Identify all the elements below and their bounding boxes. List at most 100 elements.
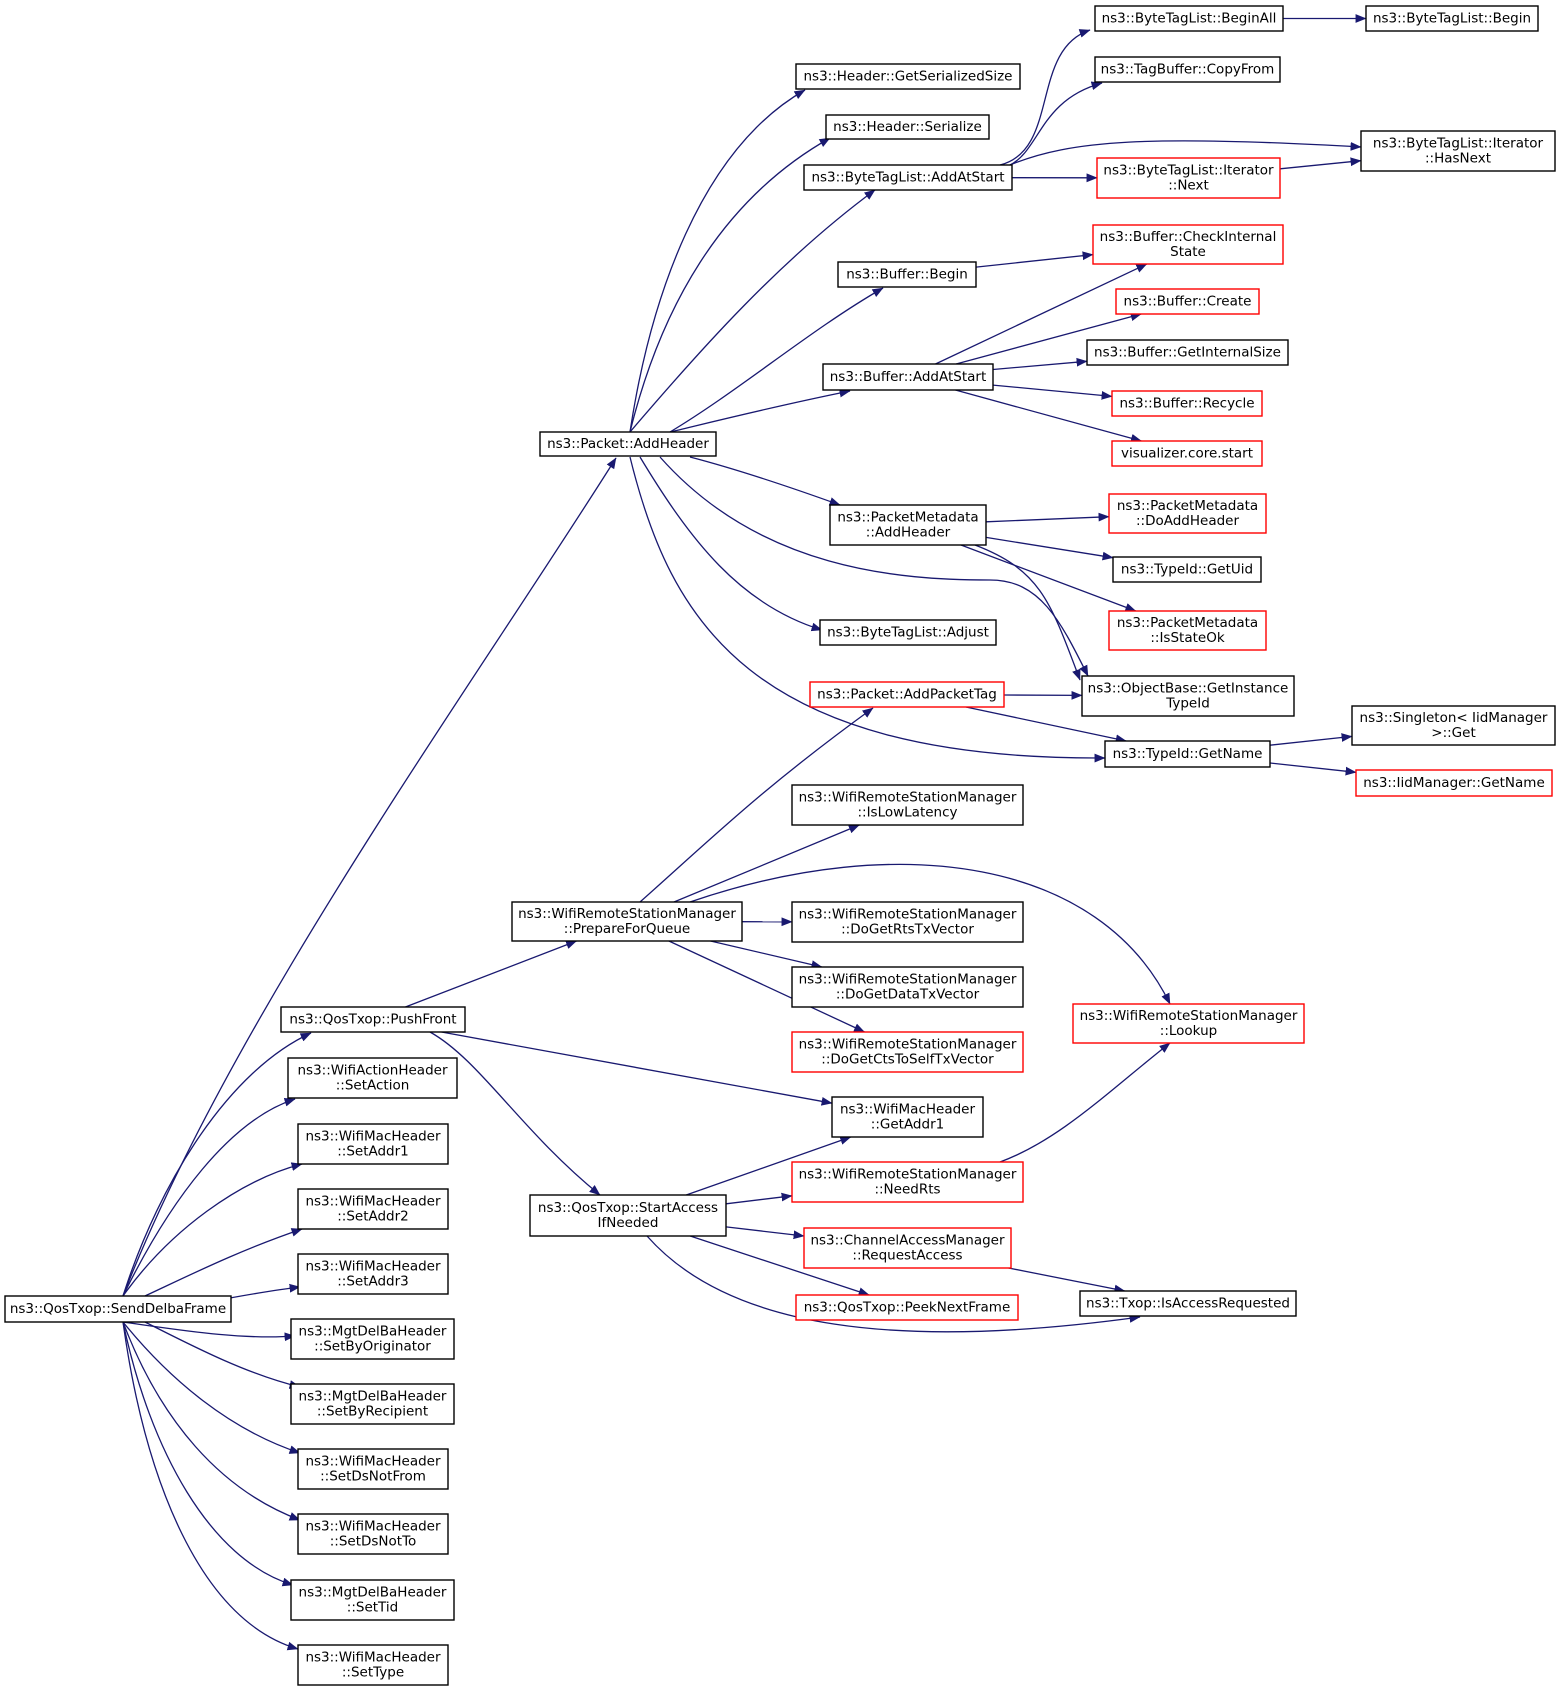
function-node[interactable]: ns3::QosTxop::SendDelbaFrame [4,1295,232,1323]
function-node[interactable]: ns3::QosTxop::PeekNextFrame [795,1294,1019,1321]
edge-arrow [639,456,823,632]
function-node[interactable]: ns3::WifiMacHeader::SetAddr1 [297,1123,449,1165]
function-node-box [829,504,987,546]
function-node-label: ::DoGetRtsTxVector [841,922,974,938]
function-node[interactable]: ns3::PacketMetadata::AddHeader [829,504,987,546]
edge-n39-to-n46 [725,1192,793,1205]
function-node-label: ns3::WifiRemoteStationManager [799,907,1017,923]
function-node-label: ns3::ObjectBase::GetInstance [1088,681,1289,697]
function-node-label: ::DoGetCtsToSelfTxVector [821,1052,994,1068]
function-node[interactable]: ns3::Header::GetSerializedSize [795,63,1021,90]
function-node[interactable]: ns3::Buffer::Begin [837,261,977,288]
function-node[interactable]: ns3::MgtDelBaHeader::SetByRecipient [290,1383,455,1425]
function-node[interactable]: ns3::WifiRemoteStationManager::IsLowLate… [791,784,1024,826]
edge-n1-to-n19 [639,456,823,632]
edge-arrow [144,1228,303,1297]
function-node[interactable]: ns3::Buffer::AddAtStart [822,363,994,391]
function-node[interactable]: ns3::Buffer::Recycle [1111,390,1263,417]
function-node[interactable]: ns3::WifiMacHeader::SetDsNotTo [297,1513,449,1555]
function-node-label: ns3::PacketMetadata [1117,615,1258,631]
function-node[interactable]: ns3::Header::Serialize [825,114,990,140]
function-node[interactable]: ns3::ByteTagList::Begin [1365,5,1539,32]
function-node-box [791,966,1024,1008]
function-node[interactable]: ns3::TagBuffer::CopyFrom [1094,56,1281,83]
edge-n26-to-n25 [1279,157,1362,170]
function-node[interactable]: ns3::WifiRemoteStationManager::DoGetCtsT… [791,1031,1024,1073]
edge-arrow [689,456,841,506]
function-node-box [831,1096,984,1138]
function-node[interactable]: ns3::WifiMacHeader::SetType [297,1644,449,1686]
edge-n0-to-n10 [122,1321,301,1521]
function-node-label: ::SetAddr1 [337,1144,409,1160]
edge-n0-to-n9 [122,1321,301,1454]
function-node[interactable]: ns3::WifiMacHeader::GetAddr1 [831,1096,984,1138]
function-node-label: ns3::Buffer::Begin [846,267,968,283]
function-node-box [511,901,743,942]
edge-n0-to-n7 [122,1321,296,1342]
function-node[interactable]: ns3::TypeId::GetName [1104,740,1271,768]
function-node-label: ::SetAddr3 [337,1274,409,1290]
function-node[interactable]: ns3::Packet::AddPacketTag [809,681,1005,708]
function-node-box [1111,390,1263,417]
function-node[interactable]: ns3::WifiMacHeader::SetDsNotFrom [297,1448,449,1490]
function-node[interactable]: ns3::ByteTagList::Iterator::HasNext [1360,130,1556,172]
function-node-label: ns3::TypeId::GetName [1113,746,1263,762]
edge-n39-to-n47 [725,1226,805,1240]
function-node[interactable]: ns3::ByteTagList::Iterator::Next [1096,157,1281,199]
function-node[interactable]: ns3::QosTxop::PushFront [280,1006,466,1033]
function-node[interactable]: ns3::Packet::AddHeader [539,431,717,457]
function-node-label: ::RequestAccess [852,1248,962,1264]
function-node[interactable]: ns3::IidManager::GetName [1355,769,1553,797]
function-node[interactable]: ns3::WifiRemoteStationManager::DoGetData… [791,966,1024,1008]
function-node-box [795,1294,1019,1321]
function-node[interactable]: ns3::Txop::IsAccessRequested [1079,1290,1297,1317]
edge-arrow [144,1321,301,1389]
function-node-box [791,784,1024,826]
function-node[interactable]: ns3::Buffer::GetInternalSize [1086,339,1289,366]
edge-n46-to-n45 [999,1042,1171,1163]
function-node[interactable]: ns3::MgtDelBaHeader::SetTid [290,1579,455,1621]
edge-arrow [122,1321,299,1651]
edge-arrow [960,544,1137,612]
function-node-box [297,1253,449,1295]
function-node[interactable]: ns3::ChannelAccessManager::RequestAccess [803,1227,1012,1269]
function-node[interactable]: ns3::PacketMetadata::DoAddHeader [1108,493,1267,534]
function-node[interactable]: ns3::WifiActionHeader::SetAction [287,1057,458,1099]
function-node[interactable]: ns3::Singleton< IidManager >::Get [1351,705,1556,746]
function-node-label: ::SetByRecipient [317,1404,428,1420]
edge-arrow [985,512,1110,523]
function-node[interactable]: ns3::WifiMacHeader::SetAddr2 [297,1188,449,1230]
function-node-box [1072,1003,1305,1044]
edge-arrow [1269,733,1353,746]
function-node-box [1104,740,1271,768]
function-node-label: ns3::ByteTagList::AddAtStart [811,170,1004,186]
function-node[interactable]: ns3::WifiMacHeader::SetAddr3 [297,1253,449,1295]
edge-arrow [965,706,1127,744]
function-node-label: ::SetType [342,1665,404,1681]
function-node-box [1081,675,1295,717]
function-node[interactable]: ns3::WifiRemoteStationManager::NeedRts [791,1161,1024,1203]
function-node[interactable]: ns3::WifiRemoteStationManager::Lookup [1072,1003,1305,1044]
function-node[interactable]: ns3::TypeId::GetUid [1112,556,1262,583]
function-node[interactable]: ns3::ByteTagList::AddAtStart [803,164,1013,191]
function-node[interactable]: ns3::WifiRemoteStationManager::DoGetRtsT… [791,901,1024,943]
edge-arrow [629,456,1106,763]
edge-arrow [1008,1267,1126,1294]
function-node-label: ns3::Txop::IsAccessRequested [1086,1296,1290,1312]
function-node[interactable]: ns3::Buffer::Create [1115,288,1260,315]
function-node[interactable]: ns3::MgtDelBaHeader::SetByOriginator [290,1318,455,1360]
edge-arrow [689,1235,870,1296]
function-node-box [290,1383,455,1425]
function-node-label: ns3::QosTxop::SendDelbaFrame [10,1301,226,1317]
edge-arrow [646,1235,1141,1333]
edge-arrow [974,544,1081,681]
function-node[interactable]: ns3::ByteTagList::BeginAll [1094,5,1284,32]
function-node[interactable]: ns3::WifiRemoteStationManager::PrepareFo… [511,901,743,942]
function-node[interactable]: ns3::ByteTagList::Adjust [819,619,997,646]
function-node[interactable]: visualizer.core.start [1111,440,1263,467]
function-node[interactable]: ns3::PacketMetadata::IsStateOk [1108,610,1267,651]
edge-arrow [685,1136,852,1196]
